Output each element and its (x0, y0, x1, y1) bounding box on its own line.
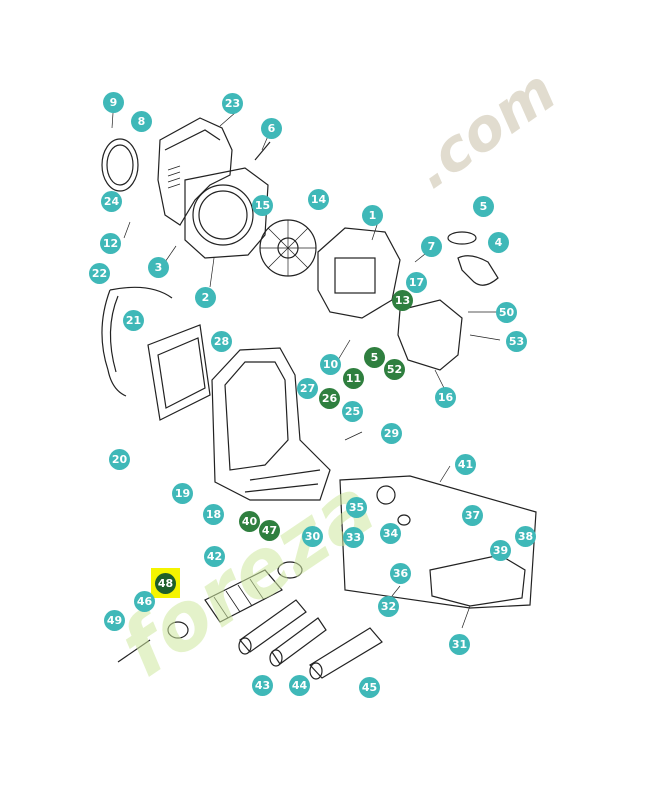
callout-1: 1 (362, 205, 383, 226)
fan-cover-part (157, 117, 233, 226)
callout-28: 28 (211, 331, 232, 352)
callout-8: 8 (131, 111, 152, 132)
callout-40: 40 (239, 511, 260, 532)
callout-30: 30 (302, 526, 323, 547)
callout-15: 15 (252, 195, 273, 216)
callout-13: 13 (392, 290, 413, 311)
callout-45: 45 (359, 677, 380, 698)
callout-5: 5 (364, 347, 385, 368)
callout-14: 14 (308, 189, 329, 210)
callout-37: 37 (462, 505, 483, 526)
callout-6: 6 (261, 118, 282, 139)
callout-29: 29 (381, 423, 402, 444)
callout-53: 53 (506, 331, 527, 352)
callout-24: 24 (101, 191, 122, 212)
callout-36: 36 (390, 563, 411, 584)
callout-43: 43 (252, 675, 273, 696)
backpack-frame-part (211, 347, 331, 501)
harness-part (101, 286, 173, 397)
callout-10: 10 (320, 354, 341, 375)
ring-part (101, 138, 139, 192)
blower-pipe-44 (269, 617, 327, 667)
callout-34: 34 (380, 523, 401, 544)
scroll-housing-part (184, 167, 269, 259)
callout-50: 50 (496, 302, 517, 323)
callout-35: 35 (346, 497, 367, 518)
callout-11: 11 (343, 368, 364, 389)
callout-2: 2 (195, 287, 216, 308)
callout-9: 9 (103, 92, 124, 113)
elbow-part (447, 231, 499, 286)
blower-pipe-45 (309, 627, 383, 680)
leader-lines (111, 111, 501, 629)
clamp-part (167, 621, 189, 639)
callout-27: 27 (297, 378, 318, 399)
callout-7: 7 (421, 236, 442, 257)
bolt-part (254, 141, 271, 161)
callout-33: 33 (343, 527, 364, 548)
callout-31: 31 (449, 634, 470, 655)
blower-pipe-43 (238, 599, 307, 655)
callout-17: 17 (406, 272, 427, 293)
callout-18: 18 (203, 504, 224, 525)
callout-32: 32 (378, 596, 399, 617)
callout-22: 22 (89, 263, 110, 284)
callout-42: 42 (204, 546, 225, 567)
callout-49: 49 (104, 610, 125, 631)
callout-39: 39 (490, 540, 511, 561)
callout-47: 47 (259, 520, 280, 541)
callout-5: 5 (473, 196, 494, 217)
back-pad-part (147, 324, 211, 421)
engine-housing-part (317, 227, 401, 319)
callout-3: 3 (148, 257, 169, 278)
callout-12: 12 (100, 233, 121, 254)
air-filter-part (397, 299, 463, 371)
handle-part (117, 639, 151, 663)
callout-48: 48 (155, 573, 176, 594)
flex-hose-part (204, 561, 303, 623)
callout-19: 19 (172, 483, 193, 504)
callout-16: 16 (435, 387, 456, 408)
callout-41: 41 (455, 454, 476, 475)
callout-26: 26 (319, 388, 340, 409)
callout-4: 4 (488, 232, 509, 253)
callout-23: 23 (222, 93, 243, 114)
callout-46: 46 (134, 591, 155, 612)
callout-44: 44 (289, 675, 310, 696)
callout-21: 21 (123, 310, 144, 331)
callout-38: 38 (515, 526, 536, 547)
impeller-part (259, 219, 317, 277)
callout-20: 20 (109, 449, 130, 470)
callout-52: 52 (384, 359, 405, 380)
callout-25: 25 (342, 401, 363, 422)
